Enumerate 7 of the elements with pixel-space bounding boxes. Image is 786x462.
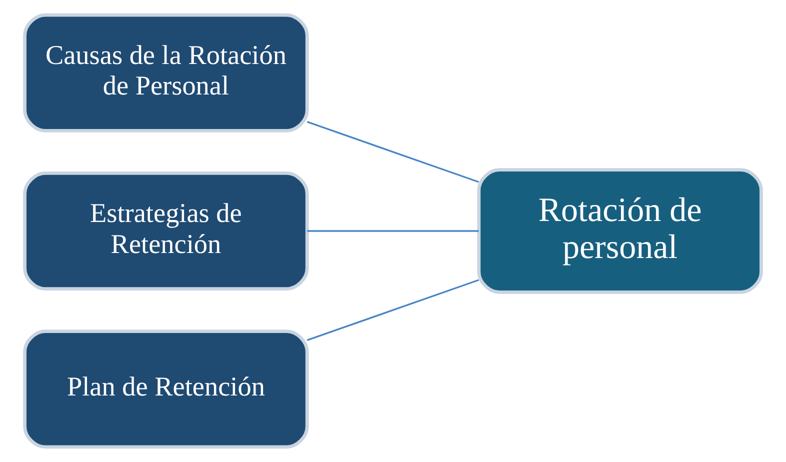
connector — [306, 279, 479, 341]
node-box: Plan de Retención — [23, 330, 309, 449]
node-box: Causas de la Rotación de Personal — [23, 13, 309, 132]
connector — [306, 121, 479, 183]
node-box: Rotación de personal — [477, 168, 763, 294]
connector — [307, 230, 479, 232]
node-box: Estrategias de Retención — [23, 171, 309, 291]
